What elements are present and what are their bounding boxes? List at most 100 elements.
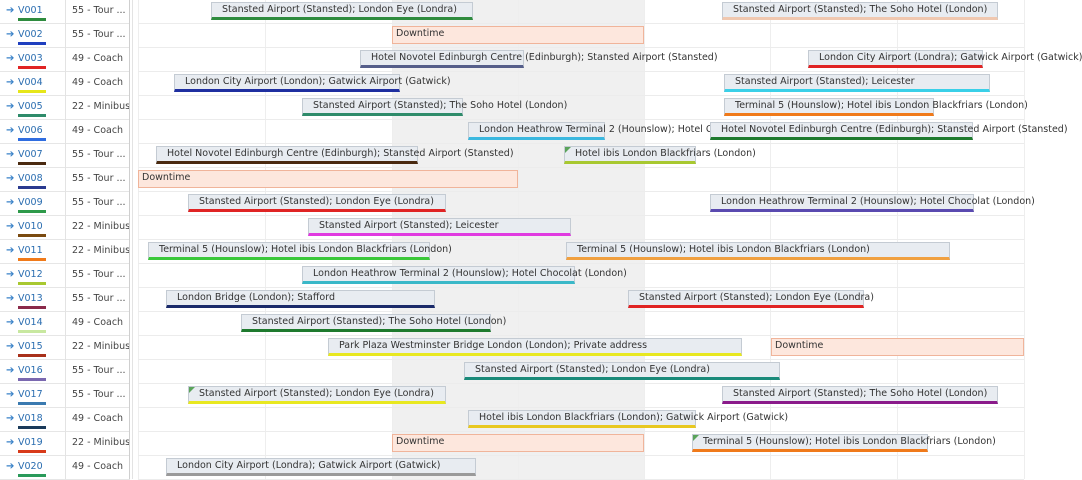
- vehicle-type: 55 - Tour ...: [72, 269, 126, 280]
- booking-bar[interactable]: Stansted Airport (Stansted); The Soho Ho…: [722, 2, 998, 20]
- vehicle-color-bar: [18, 354, 46, 357]
- downtime-block[interactable]: Downtime: [392, 26, 644, 44]
- vehicle-code[interactable]: V002: [18, 29, 43, 40]
- row-gridline: [138, 359, 1024, 360]
- arrow-right-icon[interactable]: ➔: [6, 293, 15, 304]
- arrow-right-icon[interactable]: ➔: [6, 245, 15, 256]
- vehicle-code[interactable]: V009: [18, 197, 43, 208]
- arrow-right-icon[interactable]: ➔: [6, 53, 15, 64]
- booking-bar[interactable]: Terminal 5 (Hounslow); Hotel ibis London…: [692, 434, 996, 452]
- vehicle-code[interactable]: V017: [18, 389, 43, 400]
- booking-bar[interactable]: Stansted Airport (Stansted); Leicester: [724, 74, 990, 92]
- arrow-right-icon[interactable]: ➔: [6, 365, 15, 376]
- vehicle-code[interactable]: V005: [18, 101, 43, 112]
- column-divider: [65, 0, 66, 479]
- booking-bar[interactable]: Hotel ibis London Blackfriars (London): [564, 146, 756, 164]
- vehicle-code[interactable]: V006: [18, 125, 43, 136]
- vehicle-code[interactable]: V014: [18, 317, 43, 328]
- vehicle-code[interactable]: V018: [18, 413, 43, 424]
- arrow-right-icon[interactable]: ➔: [6, 317, 15, 328]
- vehicle-type: 22 - Minibus: [72, 341, 131, 352]
- booking-bar[interactable]: Stansted Airport (Stansted); The Soho Ho…: [722, 386, 998, 404]
- vehicle-color-bar: [18, 426, 46, 429]
- booking-bar[interactable]: London Heathrow Terminal 2 (Hounslow); H…: [468, 122, 793, 140]
- downtime-block[interactable]: Downtime: [138, 170, 518, 188]
- booking-bar[interactable]: Hotel Novotel Edinburgh Centre (Edinburg…: [360, 50, 718, 68]
- booking-bar[interactable]: London City Airport (Londra); Gatwick Ai…: [808, 50, 1082, 68]
- arrow-right-icon[interactable]: ➔: [6, 437, 15, 448]
- vehicle-code[interactable]: V001: [18, 5, 43, 16]
- arrow-right-icon[interactable]: ➔: [6, 389, 15, 400]
- row-gridline: [138, 71, 1024, 72]
- booking-label: Stansted Airport (Stansted); London Eye …: [199, 196, 434, 207]
- booking-bar[interactable]: London Bridge (London); Stafford: [166, 290, 435, 308]
- vehicle-code[interactable]: V016: [18, 365, 43, 376]
- vehicle-type: 49 - Coach: [72, 125, 124, 136]
- booking-label: Hotel Novotel Edinburgh Centre (Edinburg…: [721, 124, 1068, 135]
- booking-bar[interactable]: Hotel Novotel Edinburgh Centre (Edinburg…: [710, 122, 1068, 140]
- booking-bar[interactable]: Hotel ibis London Blackfriars (London); …: [468, 410, 788, 428]
- booking-bar[interactable]: Terminal 5 (Hounslow); Hotel ibis London…: [148, 242, 452, 260]
- booking-label: Stansted Airport (Stansted); Leicester: [735, 76, 915, 87]
- vehicle-code[interactable]: V003: [18, 53, 43, 64]
- vehicle-code[interactable]: V011: [18, 245, 43, 256]
- vehicle-type: 22 - Minibus: [72, 437, 131, 448]
- booking-bar[interactable]: Terminal 5 (Hounslow); Hotel ibis London…: [566, 242, 950, 260]
- vehicle-color-bar: [18, 258, 46, 261]
- vehicle-code[interactable]: V010: [18, 221, 43, 232]
- arrow-right-icon[interactable]: ➔: [6, 125, 15, 136]
- booking-bar[interactable]: Stansted Airport (Stansted); Leicester: [308, 218, 571, 236]
- row-gridline: [138, 191, 1024, 192]
- schedule-timeline[interactable]: Stansted Airport (Stansted); London Eye …: [138, 0, 1082, 480]
- vehicle-code[interactable]: V004: [18, 77, 43, 88]
- arrow-right-icon[interactable]: ➔: [6, 173, 15, 184]
- vehicle-code[interactable]: V013: [18, 293, 43, 304]
- vehicle-code[interactable]: V007: [18, 149, 43, 160]
- arrow-right-icon[interactable]: ➔: [6, 29, 15, 40]
- vehicle-code[interactable]: V008: [18, 173, 43, 184]
- arrow-right-icon[interactable]: ➔: [6, 269, 15, 280]
- vehicle-type: 49 - Coach: [72, 317, 124, 328]
- booking-bar[interactable]: Stansted Airport (Stansted); London Eye …: [188, 386, 446, 404]
- booking-bar[interactable]: Stansted Airport (Stansted); London Eye …: [188, 194, 446, 212]
- row-gridline: [138, 239, 1024, 240]
- arrow-right-icon[interactable]: ➔: [6, 101, 15, 112]
- vehicle-code[interactable]: V019: [18, 437, 43, 448]
- row-gridline: [138, 455, 1024, 456]
- booking-bar[interactable]: London City Airport (London); Gatwick Ai…: [174, 74, 451, 92]
- vehicle-type: 22 - Minibus: [72, 245, 131, 256]
- arrow-right-icon[interactable]: ➔: [6, 77, 15, 88]
- downtime-block[interactable]: Downtime: [771, 338, 1024, 356]
- booking-bar[interactable]: Stansted Airport (Stansted); London Eye …: [628, 290, 874, 308]
- booking-bar[interactable]: Stansted Airport (Stansted); The Soho Ho…: [241, 314, 506, 332]
- booking-bar[interactable]: London Heathrow Terminal 2 (Hounslow); H…: [302, 266, 627, 284]
- downtime-block[interactable]: Downtime: [392, 434, 644, 452]
- booking-bar[interactable]: Stansted Airport (Stansted); London Eye …: [464, 362, 780, 380]
- arrow-right-icon[interactable]: ➔: [6, 221, 15, 232]
- row-gridline: [138, 143, 1024, 144]
- booking-label: London City Airport (Londra); Gatwick Ai…: [177, 460, 441, 471]
- vehicle-type: 55 - Tour ...: [72, 149, 126, 160]
- booking-bar[interactable]: Stansted Airport (Stansted); London Eye …: [211, 2, 473, 20]
- booking-bar[interactable]: Terminal 5 (Hounslow); Hotel ibis London…: [724, 98, 1028, 116]
- arrow-right-icon[interactable]: ➔: [6, 341, 15, 352]
- booking-label: Hotel Novotel Edinburgh Centre (Edinburg…: [167, 148, 514, 159]
- vehicle-code[interactable]: V020: [18, 461, 43, 472]
- vehicle-code[interactable]: V012: [18, 269, 43, 280]
- arrow-right-icon[interactable]: ➔: [6, 197, 15, 208]
- booking-bar[interactable]: London City Airport (Londra); Gatwick Ai…: [166, 458, 476, 476]
- vehicle-color-bar: [18, 378, 46, 381]
- booking-label: Terminal 5 (Hounslow); Hotel ibis London…: [735, 100, 1028, 111]
- booking-bar[interactable]: Park Plaza Westminster Bridge London (Lo…: [328, 338, 742, 356]
- booking-bar[interactable]: Hotel Novotel Edinburgh Centre (Edinburg…: [156, 146, 514, 164]
- arrow-right-icon[interactable]: ➔: [6, 413, 15, 424]
- arrow-right-icon[interactable]: ➔: [6, 5, 15, 16]
- panel-divider[interactable]: [129, 0, 130, 479]
- vehicle-code[interactable]: V015: [18, 341, 43, 352]
- booking-bar[interactable]: London Heathrow Terminal 2 (Hounslow); H…: [710, 194, 1035, 212]
- vehicle-type: 55 - Tour ...: [72, 29, 126, 40]
- booking-bar[interactable]: Stansted Airport (Stansted); The Soho Ho…: [302, 98, 567, 116]
- arrow-right-icon[interactable]: ➔: [6, 149, 15, 160]
- arrow-right-icon[interactable]: ➔: [6, 461, 15, 472]
- booking-label: Terminal 5 (Hounslow); Hotel ibis London…: [703, 436, 996, 447]
